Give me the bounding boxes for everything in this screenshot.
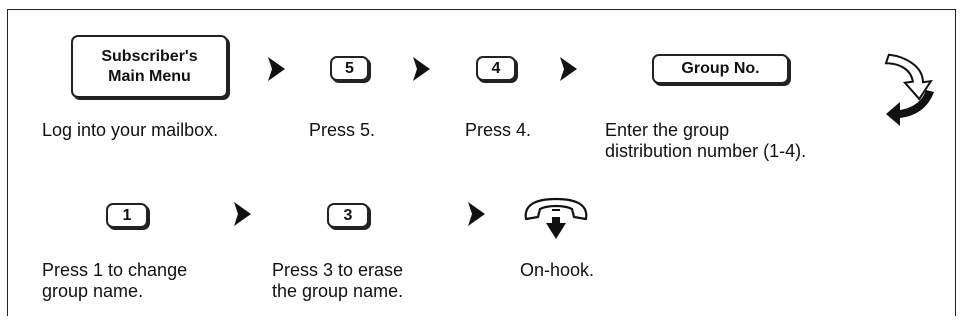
key-3: 3 — [327, 203, 369, 228]
right-arrow-icon — [560, 57, 577, 81]
caption-line2: the group name. — [272, 281, 404, 301]
caption-line2: group name. — [42, 281, 144, 301]
key-label: 5 — [345, 59, 354, 77]
caption-press-4: Press 4. — [465, 120, 532, 140]
caption-press-5: Press 5. — [309, 120, 376, 140]
caption-enter-group-number: Enter the group distribution number (1-4… — [605, 120, 806, 162]
right-arrow-icon — [468, 202, 485, 226]
curved-continue-arrow-icon — [884, 53, 934, 126]
caption-press-3: Press 3 to erase the group name. — [272, 260, 403, 302]
key-1: 1 — [106, 203, 148, 228]
caption-line1: Press 1 to change — [42, 260, 188, 280]
key-label: Group No. — [681, 60, 760, 77]
right-arrow-icon — [268, 57, 285, 81]
key-label-line1: Subscriber's — [101, 47, 198, 65]
key-label-line2: Main Menu — [108, 67, 191, 85]
key-label: 4 — [491, 59, 501, 77]
on-hook-handset-icon — [524, 197, 588, 239]
caption-line1: Press 3 to erase — [272, 260, 404, 280]
caption-on-hook: On-hook. — [520, 260, 595, 280]
caption-press-1: Press 1 to change group name. — [42, 260, 187, 302]
key-label: 3 — [343, 206, 353, 224]
group-no-key: Group No. — [652, 54, 789, 84]
key-5: 5 — [330, 56, 369, 81]
subscribers-main-menu-key: Subscriber's Main Menu — [71, 35, 228, 98]
key-label: 1 — [122, 206, 132, 224]
right-arrow-icon — [234, 202, 251, 226]
caption-line1: Enter the group — [605, 120, 730, 140]
right-arrow-icon — [413, 57, 430, 81]
procedure-frame — [7, 9, 956, 316]
key-4: 4 — [476, 56, 516, 81]
caption-log-into-mailbox: Log into your mailbox. — [42, 120, 219, 140]
caption-line2: distribution number (1-4). — [605, 141, 807, 161]
